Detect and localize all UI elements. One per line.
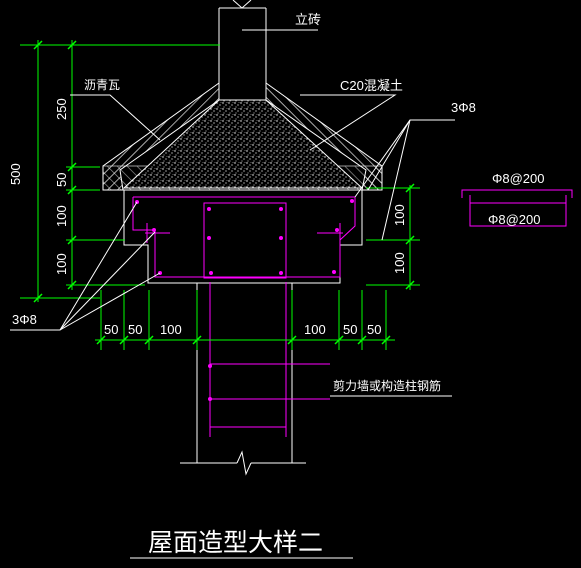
leader-lines xyxy=(10,29,455,559)
dim-left-500: 500 xyxy=(8,163,23,185)
label-asphalt-tile: 沥青瓦 xyxy=(84,78,120,92)
stirrup-legend xyxy=(461,189,573,227)
beam-outline xyxy=(103,189,382,284)
rebar-dots xyxy=(135,199,354,401)
label-rebar-top: 3Φ8 xyxy=(451,100,476,115)
label-brick: 立砖 xyxy=(295,12,321,27)
dim-right-100a: 100 xyxy=(392,204,407,226)
dim-bottom-100a: 100 xyxy=(160,322,182,337)
label-stirrup-top: Φ8@200 xyxy=(492,171,545,186)
drawing-title: 屋面造型大样二 xyxy=(148,529,323,557)
dim-left-50: 50 xyxy=(54,173,69,187)
dim-bottom-50c: 50 xyxy=(343,322,357,337)
dimension-lines xyxy=(20,40,420,350)
dimension-ticks xyxy=(33,40,415,345)
dim-bottom-50b: 50 xyxy=(128,322,142,337)
shear-wall xyxy=(180,283,306,476)
dim-bottom-100b: 100 xyxy=(304,322,326,337)
brick-block xyxy=(218,0,267,95)
concrete-core xyxy=(122,99,364,189)
dim-left-100a: 100 xyxy=(54,205,69,227)
label-stirrup-bottom: Φ8@200 xyxy=(488,212,541,227)
label-shear-wall-note: 剪力墙或构造柱钢筋 xyxy=(333,378,441,393)
dim-bottom-50a: 50 xyxy=(104,322,118,337)
dim-right-100b: 100 xyxy=(392,252,407,274)
dim-bottom-50d: 50 xyxy=(367,322,381,337)
label-concrete: C20混凝土 xyxy=(340,78,403,93)
label-rebar-left: 3Φ8 xyxy=(12,312,37,327)
dim-left-100b: 100 xyxy=(54,253,69,275)
dim-left-250: 250 xyxy=(54,98,69,120)
rebar-cage xyxy=(132,196,356,437)
rebar-crosshairs xyxy=(145,223,343,243)
